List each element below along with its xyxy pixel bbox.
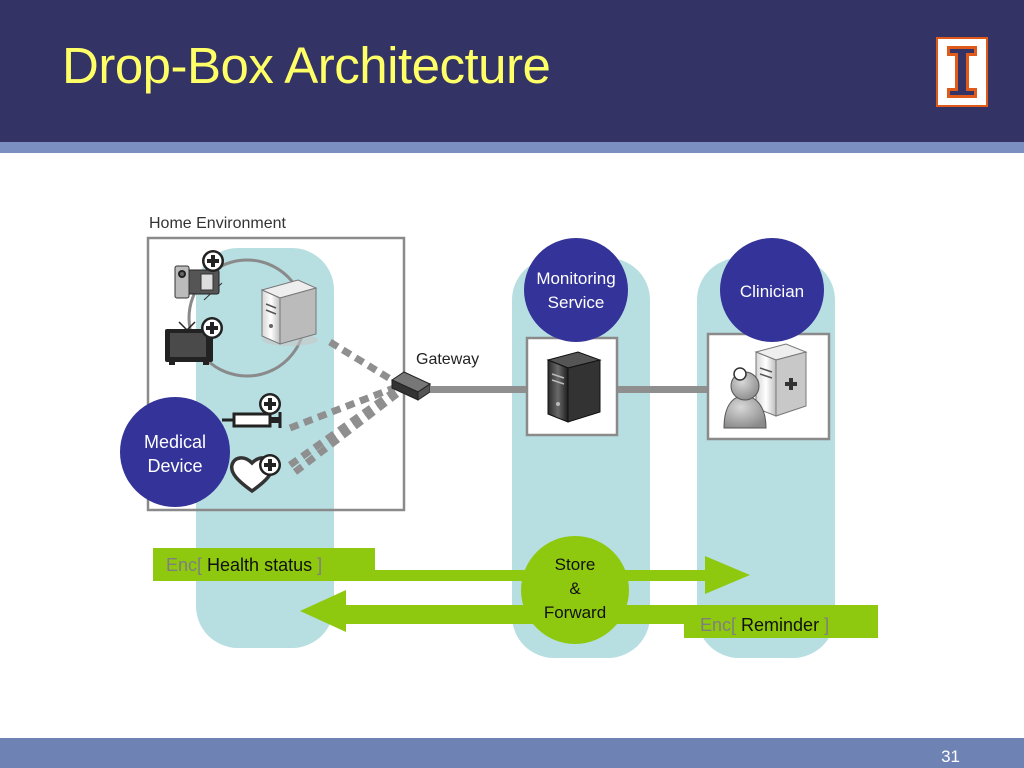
clinician-label: Clinician (740, 282, 804, 301)
heart-plus-icon (259, 454, 281, 476)
slide-footer (0, 738, 1024, 768)
reminder-text: Reminder (741, 615, 819, 635)
television-plus-icon (201, 317, 223, 339)
medical-device-label-line1: Medical (144, 432, 206, 452)
health-status-arrow (153, 548, 750, 594)
television-icon (165, 321, 213, 365)
clinician-server-icon (754, 343, 808, 417)
doctor-person-icon (723, 367, 767, 429)
store-forward-line2: & (569, 579, 581, 598)
gateway-to-monitoring-line (430, 386, 528, 393)
reminder-enc-prefix: Enc[ (700, 615, 736, 635)
university-logo-icon (936, 37, 988, 107)
health-status-message: Enc[Health status ] (166, 555, 322, 575)
health-enc-prefix: Enc[ (166, 555, 202, 575)
monitoring-to-clinician-line (617, 386, 709, 393)
home-server-icon (260, 279, 318, 346)
slide-title: Drop-Box Architecture (62, 37, 551, 94)
syringe-icon (222, 412, 282, 428)
monitoring-server-icon (546, 351, 602, 423)
header-rule (0, 142, 1024, 153)
camera-plus-icon (202, 250, 224, 272)
health-enc-suffix: ] (312, 555, 322, 575)
syringe-plus-icon (259, 393, 281, 415)
gateway-label: Gateway (416, 351, 479, 368)
reminder-enc-suffix: ] (819, 615, 829, 635)
store-forward-line1: Store (555, 555, 596, 574)
store-forward-node: Store & Forward (521, 536, 629, 644)
store-forward-line3: Forward (544, 603, 606, 622)
health-status-text: Health status (207, 555, 312, 575)
camera-icon (174, 265, 220, 299)
home-device-links (287, 339, 400, 475)
medical-device-node: Medical Device (120, 397, 230, 507)
gateway-router-icon (390, 371, 432, 401)
medical-device-label-line2: Device (147, 456, 202, 476)
monitoring-service-node: Monitoring Service (524, 238, 628, 342)
home-environment-label: Home Environment (149, 215, 287, 232)
clinician-node: Clinician (720, 238, 824, 342)
reminder-message: Enc[Reminder ] (700, 615, 829, 635)
monitoring-service-label-line1: Monitoring (536, 269, 615, 288)
slide-header (0, 0, 1024, 142)
page-number: 31 (941, 747, 960, 766)
monitoring-service-label-line2: Service (548, 293, 605, 312)
